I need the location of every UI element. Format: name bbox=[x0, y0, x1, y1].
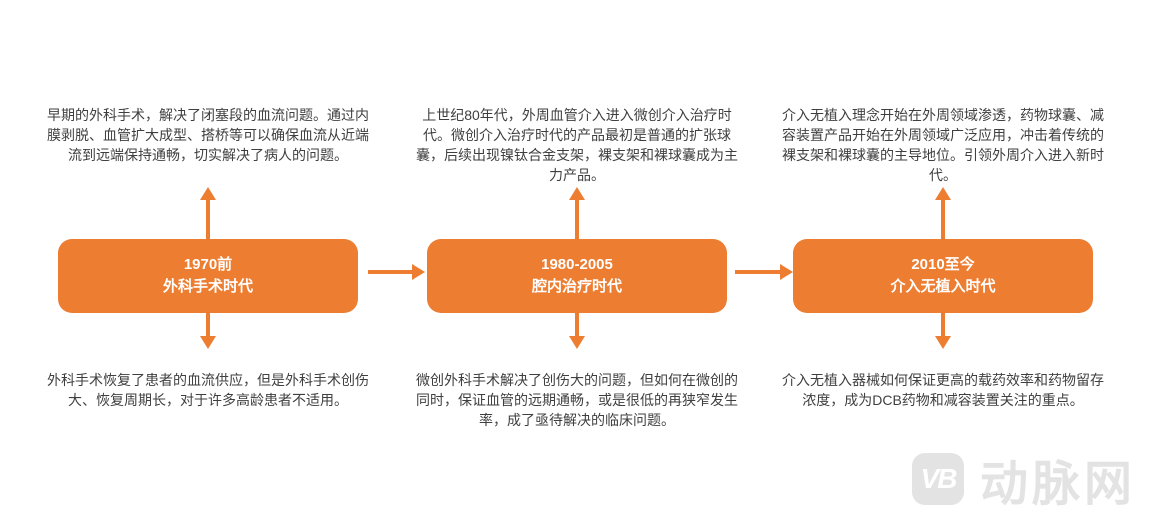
era-name: 介入无植入时代 bbox=[890, 278, 996, 295]
arrow-head bbox=[569, 187, 585, 200]
arrow-head bbox=[935, 187, 951, 200]
era-name: 外科手术时代 bbox=[162, 278, 253, 295]
connector-arrow-down bbox=[569, 313, 585, 349]
connector-arrow-right-1 bbox=[368, 264, 425, 280]
era-box-endovascular: 1980-2005 腔内治疗时代 bbox=[427, 239, 727, 313]
era-name: 腔内治疗时代 bbox=[531, 278, 622, 295]
connector-arrow-down bbox=[200, 313, 216, 349]
era-column-surgery: 早期的外科手术，解决了闭塞段的血流问题。通过内膜剥脱、血管扩大成型、搭桥等可以确… bbox=[43, 0, 373, 511]
era-column-leave-nothing-behind: 介入无植入理念开始在外周领域渗透，药物球囊、减容装置产品开始在外周领域广泛应用，… bbox=[778, 0, 1108, 511]
arrow-shaft bbox=[735, 270, 783, 274]
era-period: 2010至今 bbox=[911, 256, 975, 273]
arrow-shaft bbox=[206, 197, 210, 239]
connector-arrow-up bbox=[935, 187, 951, 239]
arrow-shaft bbox=[941, 313, 945, 339]
arrow-head bbox=[200, 187, 216, 200]
watermark-brand-text: 动脉网 bbox=[980, 458, 1137, 511]
connector-arrow-down bbox=[935, 313, 951, 349]
arrow-head bbox=[200, 336, 216, 349]
connector-arrow-right-2 bbox=[735, 264, 793, 280]
arrow-shaft bbox=[941, 197, 945, 239]
connector-arrow-up bbox=[569, 187, 585, 239]
connector-arrow-up bbox=[200, 187, 216, 239]
era-bottom-description: 介入无植入器械如何保证更高的载药效率和药物留存浓度，成为DCB药物和减容装置关注… bbox=[782, 372, 1104, 408]
vb-logo-icon: VB bbox=[912, 453, 964, 505]
arrow-head bbox=[412, 264, 425, 280]
era-top-description: 早期的外科手术，解决了闭塞段的血流问题。通过内膜剥脱、血管扩大成型、搭桥等可以确… bbox=[47, 107, 369, 163]
arrow-shaft bbox=[368, 270, 415, 274]
era-box-leave-nothing-behind: 2010至今 介入无植入时代 bbox=[793, 239, 1093, 313]
era-period: 1970前 bbox=[183, 256, 233, 273]
era-top-description: 上世纪80年代，外周血管介入进入微创介入治疗时代。微创介入治疗时代的产品最初是普… bbox=[416, 107, 738, 183]
arrow-shaft bbox=[206, 313, 210, 339]
arrow-head bbox=[569, 336, 585, 349]
era-period: 1980-2005 bbox=[541, 256, 613, 273]
watermark: VB 动脉网 bbox=[912, 444, 1136, 511]
era-bottom-description: 外科手术恢复了患者的血流供应，但是外科手术创伤大、恢复周期长，对于许多高龄患者不… bbox=[47, 372, 369, 408]
era-column-endovascular: 上世纪80年代，外周血管介入进入微创介入治疗时代。微创介入治疗时代的产品最初是普… bbox=[412, 0, 742, 511]
arrow-shaft bbox=[575, 197, 579, 239]
era-bottom-description: 微创外科手术解决了创伤大的问题，但如何在微创的同时，保证血管的远期通畅，或是很低… bbox=[416, 372, 738, 428]
era-top-description: 介入无植入理念开始在外周领域渗透，药物球囊、减容装置产品开始在外周领域广泛应用，… bbox=[782, 107, 1104, 183]
arrow-head bbox=[780, 264, 793, 280]
era-box-surgery: 1970前 外科手术时代 bbox=[58, 239, 358, 313]
arrow-shaft bbox=[575, 313, 579, 339]
arrow-head bbox=[935, 336, 951, 349]
